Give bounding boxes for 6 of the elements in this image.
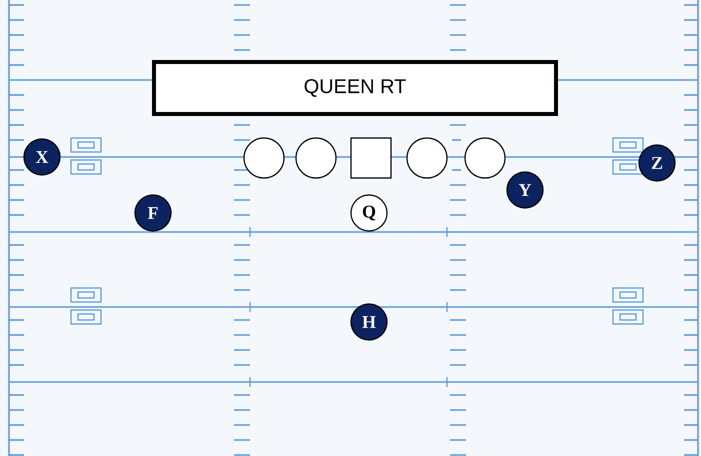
lineman-circle (243, 137, 285, 179)
lineman-circle (295, 137, 337, 179)
title-box: QUEEN RT (152, 60, 558, 116)
lineman-circle (464, 137, 506, 179)
center-square (350, 137, 392, 179)
lineman-circle (406, 137, 448, 179)
